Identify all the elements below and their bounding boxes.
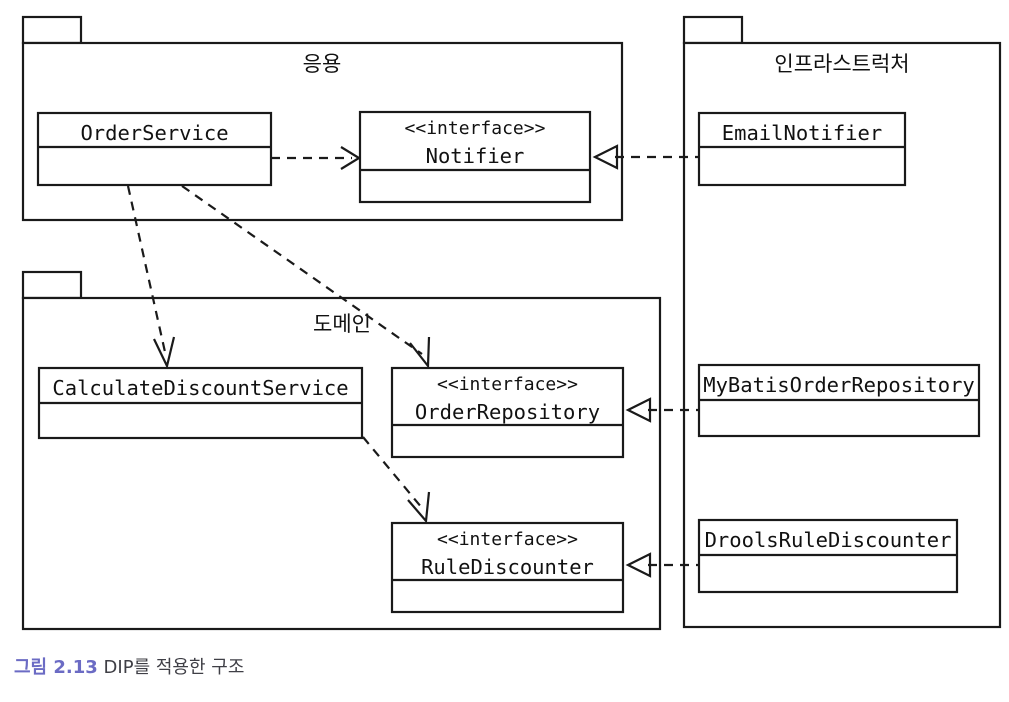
class-mybatis-order-repository-name: MyBatisOrderRepository <box>703 373 975 397</box>
class-order-repository-box <box>390 366 625 459</box>
relation-orderservice-orderrepository-line <box>181 185 423 355</box>
relation-calculatediscountservice-rulediscounter <box>362 436 431 524</box>
figure-caption-number: 그림 2.13 <box>14 657 98 678</box>
class-order-repository: <<interface>> OrderRepository <box>390 366 625 459</box>
class-notifier: <<interface>> Notifier <box>358 110 592 204</box>
class-rule-discounter: <<interface>> RuleDiscounter <box>390 521 625 614</box>
class-email-notifier: EmailNotifier <box>697 111 907 187</box>
class-notifier-box <box>358 110 592 204</box>
class-notifier-stereotype: <<interface>> <box>405 118 546 139</box>
relation-emailnotifier-notifier-arrowhead <box>592 144 619 170</box>
package-infrastructure-label: 인프라스트럭처 <box>774 52 909 76</box>
package-infrastructure-tab <box>682 15 744 45</box>
relation-mybatisorderrepository-orderrepository-arrowhead <box>625 397 652 423</box>
relation-mybatisorderrepository-orderrepository <box>625 397 699 423</box>
class-rule-discounter-name: RuleDiscounter <box>421 555 594 579</box>
package-domain-label: 도메인 <box>313 312 371 336</box>
class-order-repository-stereotype: <<interface>> <box>437 374 578 395</box>
package-domain-tab <box>21 270 83 300</box>
figure-caption-text: DIP를 적용한 구조 <box>103 657 245 678</box>
class-mybatis-order-repository: MyBatisOrderRepository <box>697 363 981 438</box>
relation-orderservice-calculatediscountservice-line <box>126 185 167 353</box>
class-drools-rule-discounter: DroolsRuleDiscounter <box>697 518 959 594</box>
relation-orderservice-orderrepository <box>181 185 431 370</box>
class-rule-discounter-box <box>390 521 625 614</box>
class-drools-rule-discounter-name: DroolsRuleDiscounter <box>705 528 952 552</box>
diagram-canvas: 응용 OrderService <<interface>> Notifier 도… <box>21 15 1002 631</box>
relation-orderservice-notifier <box>271 146 362 170</box>
relation-orderservice-calculatediscountservice-arrowhead <box>153 336 176 370</box>
relation-droolsrulediscounter-rulediscounter <box>625 552 699 578</box>
relation-droolsrulediscounter-rulediscounter-arrowhead <box>625 552 652 578</box>
relation-orderservice-calculatediscountservice <box>126 185 176 370</box>
relation-emailnotifier-notifier <box>592 144 699 170</box>
package-application-label: 응용 <box>303 52 342 76</box>
relation-calculatediscountservice-rulediscounter-arrowhead <box>407 491 431 524</box>
class-notifier-name: Notifier <box>426 144 525 168</box>
figure-caption: 그림 2.13 DIP를 적용한 구조 <box>14 655 244 681</box>
class-email-notifier-name: EmailNotifier <box>722 121 882 145</box>
class-order-service-box <box>36 111 273 187</box>
class-email-notifier-box <box>697 111 907 187</box>
relation-orderservice-notifier-arrowhead <box>340 146 362 170</box>
class-order-service-name: OrderService <box>80 121 228 145</box>
class-rule-discounter-stereotype: <<interface>> <box>437 529 578 550</box>
class-order-repository-name: OrderRepository <box>415 400 600 424</box>
class-calculate-discount-service: CalculateDiscountService <box>37 366 364 440</box>
package-application-tab <box>21 15 83 45</box>
class-order-service: OrderService <box>36 111 273 187</box>
relation-orderservice-orderrepository-arrowhead <box>409 336 431 370</box>
class-calculate-discount-service-name: CalculateDiscountService <box>52 376 348 400</box>
